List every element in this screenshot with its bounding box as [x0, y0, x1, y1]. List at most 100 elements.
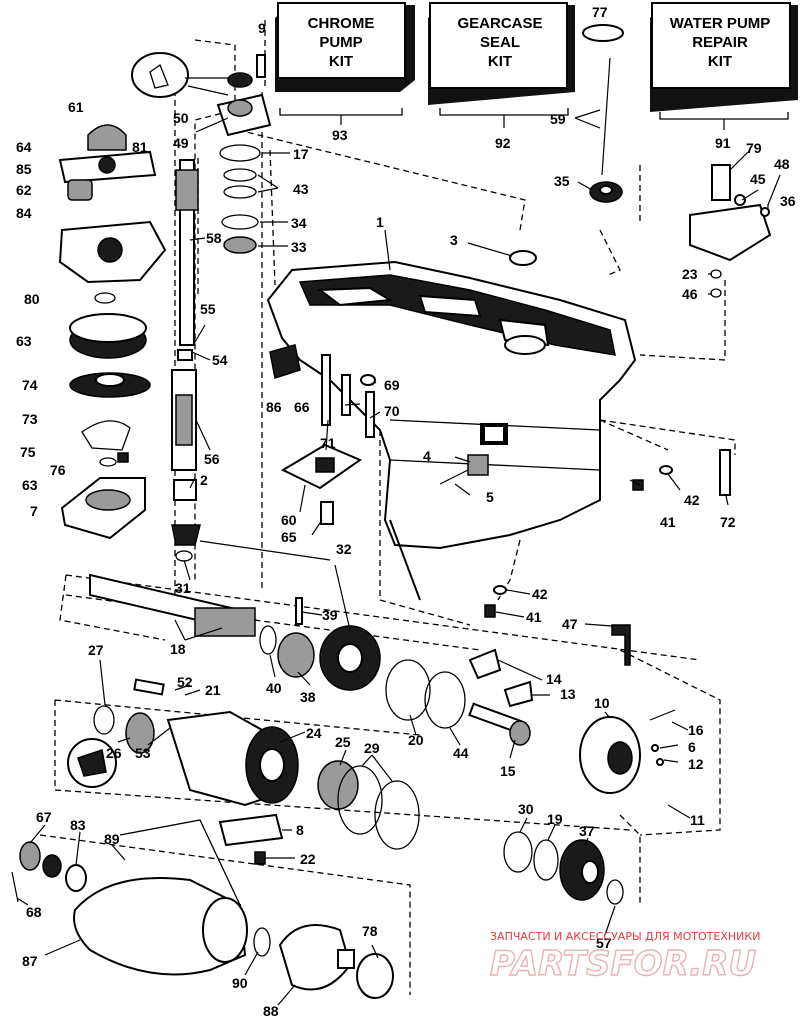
part-label: 13 — [560, 686, 576, 702]
part-label: 55 — [200, 301, 216, 317]
part-label: 2 — [200, 472, 208, 488]
leader-lines — [16, 85, 781, 1006]
lubricant-icon — [67, 738, 117, 788]
part-label: 52 — [177, 674, 193, 690]
part-label: 78 — [362, 923, 378, 939]
part-label: 34 — [291, 215, 307, 231]
part-label: 72 — [720, 514, 736, 530]
part-label: 48 — [774, 156, 790, 172]
kit-label-line: KIT — [329, 53, 353, 70]
part-label: 90 — [232, 975, 248, 991]
part-label: 41 — [660, 514, 676, 530]
part-label: 22 — [300, 851, 316, 867]
part-label: 86 — [266, 399, 282, 415]
driveshaft-assembly — [171, 159, 201, 562]
part-label: 53 — [135, 745, 151, 761]
part-label: 57 — [596, 935, 612, 951]
part-label: 31 — [175, 580, 191, 596]
shift-rod-parts — [509, 24, 624, 266]
part-label: 38 — [300, 689, 316, 705]
kit-label-line: SEAL — [480, 34, 520, 51]
kit-label-line: CHROME — [308, 15, 375, 32]
kit-label-line: GEARCASE — [457, 15, 542, 32]
part-label: 9 — [258, 20, 266, 36]
part-label: 19 — [547, 811, 563, 827]
part-label: 83 — [70, 817, 86, 833]
part-label: 59 — [550, 111, 566, 127]
part-label: 89 — [104, 831, 120, 847]
part-label: 87 — [22, 953, 38, 969]
part-label: 37 — [579, 823, 595, 839]
kit-label-line: PUMP — [319, 34, 362, 51]
part-label: 73 — [22, 411, 38, 427]
part-label: 70 — [384, 403, 400, 419]
part-label: 4 — [423, 448, 431, 464]
part-label: 68 — [26, 904, 42, 920]
kit-ref-numbers: 93 92 91 — [332, 127, 731, 151]
part-label: 88 — [263, 1003, 279, 1019]
kit-ref-label: 91 — [715, 135, 731, 151]
kit-ref-label: 93 — [332, 127, 348, 143]
part-label: 69 — [384, 377, 400, 393]
part-label: 49 — [173, 135, 189, 151]
part-label: 74 — [22, 377, 38, 393]
part-label: 8 — [296, 822, 304, 838]
kit-label-line: KIT — [488, 53, 512, 70]
bearing-housing — [93, 678, 624, 905]
gearcase-housing — [266, 260, 637, 601]
part-label: 76 — [50, 462, 66, 478]
kit-box-water-pump-repair: WATER PUMP REPAIR KIT — [650, 2, 798, 112]
part-labels: 9 77 50 49 17 43 34 33 58 61 64 81 85 62… — [16, 4, 796, 1019]
watermark: ЗАПЧАСТИ И АКСЕССУАРЫ ДЛЯ МОТОТЕХНИКИ PA… — [489, 930, 760, 985]
part-label: 14 — [546, 671, 562, 687]
part-label: 23 — [682, 266, 698, 282]
part-label: 35 — [554, 173, 570, 189]
impeller — [69, 372, 151, 398]
part-label: 84 — [16, 205, 32, 221]
part-label: 63 — [22, 477, 38, 493]
part-label: 66 — [294, 399, 310, 415]
part-label: 50 — [173, 110, 189, 126]
part-label: 79 — [746, 140, 762, 156]
part-label: 16 — [688, 722, 704, 738]
kit-ref-label: 92 — [495, 135, 511, 151]
part-label: 46 — [682, 286, 698, 302]
mid-hardware — [269, 344, 731, 618]
propshaft-gears — [89, 573, 676, 794]
part-label: 20 — [408, 732, 424, 748]
part-label: 65 — [281, 529, 297, 545]
part-label: 27 — [88, 642, 104, 658]
part-label: 15 — [500, 763, 516, 779]
propeller — [11, 819, 394, 999]
kit-label-line: KIT — [708, 53, 732, 70]
part-label: 21 — [205, 682, 221, 698]
part-label: 12 — [688, 756, 704, 772]
watermark-caption: ЗАПЧАСТИ И АКСЕССУАРЫ ДЛЯ МОТОТЕХНИКИ — [490, 930, 760, 943]
part-label: 26 — [106, 745, 122, 761]
part-label: 18 — [170, 641, 186, 657]
part-label: 45 — [750, 171, 766, 187]
part-label: 62 — [16, 182, 32, 198]
part-label: 30 — [518, 801, 534, 817]
part-label: 6 — [688, 739, 696, 755]
part-label: 39 — [322, 607, 338, 623]
kit-label-line: REPAIR — [692, 34, 748, 51]
part-label: 10 — [594, 695, 610, 711]
water-pump-right-parts — [689, 164, 772, 298]
kit-label-line: WATER PUMP — [670, 15, 771, 32]
part-label: 44 — [453, 745, 469, 761]
part-label: 54 — [212, 352, 228, 368]
part-label: 60 — [281, 512, 297, 528]
part-label: 36 — [780, 193, 796, 209]
part-label: 81 — [132, 139, 148, 155]
water-pump-stack — [58, 124, 167, 540]
part-label: 24 — [306, 725, 322, 741]
part-label: 63 — [16, 333, 32, 349]
kit-box-chrome-pump: CHROME PUMP KIT — [275, 2, 415, 92]
part-label: 29 — [364, 740, 380, 756]
part-label: 58 — [206, 230, 222, 246]
part-label: 67 — [36, 809, 52, 825]
part-label: 3 — [450, 232, 458, 248]
part-label: 32 — [336, 541, 352, 557]
